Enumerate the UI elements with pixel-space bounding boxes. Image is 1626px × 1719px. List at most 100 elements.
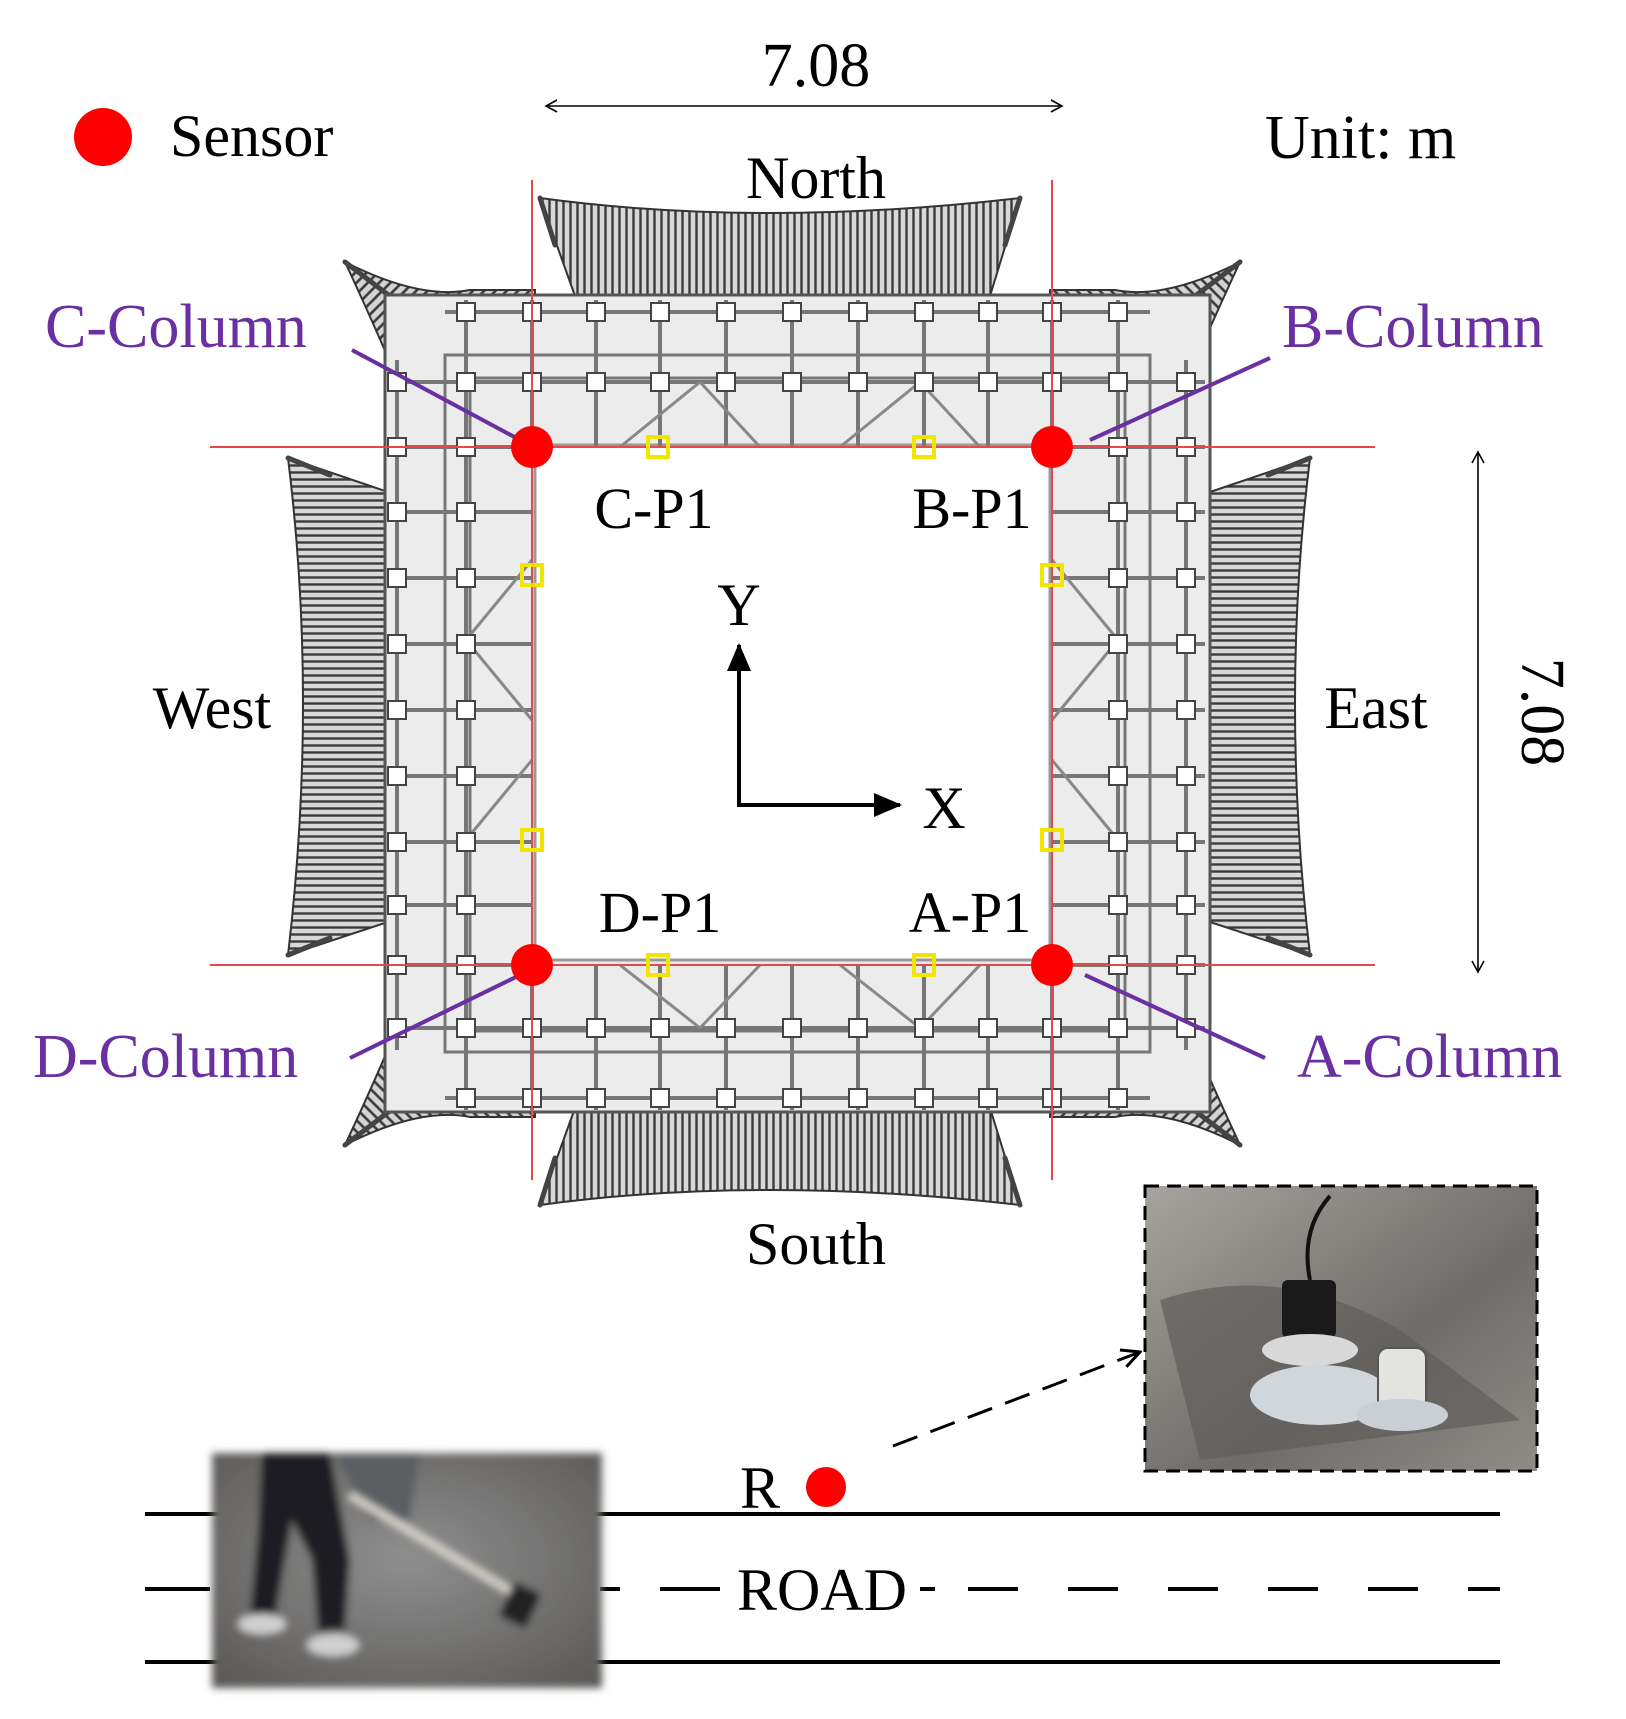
frame-node [782, 302, 802, 322]
strut [918, 380, 982, 449]
frame-node [782, 372, 802, 392]
north-roof-wing [538, 196, 1022, 297]
frame-node [456, 502, 476, 522]
road-sensor-label: R [740, 1455, 780, 1521]
frame-node [1108, 302, 1128, 322]
point-markers [520, 435, 1064, 977]
frame-node [1108, 634, 1128, 654]
frame-node [848, 1018, 868, 1038]
frame-node [1176, 895, 1196, 915]
legend-sensor-dot [74, 108, 132, 166]
frame-node [586, 302, 606, 322]
frame-node [1108, 832, 1128, 852]
person-jacket [335, 1453, 420, 1520]
sensor-c-column [511, 426, 553, 468]
frame-node [848, 302, 868, 322]
strut [1050, 759, 1120, 841]
c-p1-label: C-P1 [594, 476, 713, 541]
frame-node [1176, 766, 1196, 786]
frame-node [650, 1088, 670, 1108]
measurement-point-marker [1040, 828, 1064, 852]
sensor-a-column [1031, 944, 1073, 986]
frame-node [716, 302, 736, 322]
road-sensor-dot [806, 1467, 846, 1507]
strut [698, 963, 762, 1030]
frame-node [456, 1088, 476, 1108]
frame-node [1108, 1088, 1128, 1108]
roof-plan-drawing [210, 180, 1375, 1208]
d-column-label: D-Column [33, 1023, 298, 1091]
shoe-right [307, 1634, 359, 1656]
north-label: North [746, 145, 886, 211]
shoe-left [238, 1614, 286, 1634]
frame-node [1176, 502, 1196, 522]
a-p1-label: A-P1 [909, 880, 1031, 945]
column-grid-lines [210, 180, 1375, 1180]
y-axis-label: Y [717, 572, 760, 638]
strut [464, 639, 534, 721]
sensor-d-column [511, 944, 553, 986]
road-label: ROAD [737, 1557, 907, 1623]
sensor-photo-frame [1143, 1184, 1539, 1473]
frame-node [456, 1018, 476, 1038]
strut [619, 380, 701, 449]
d-p1-label: D-P1 [599, 880, 721, 945]
frame-node [782, 1018, 802, 1038]
frame-node [586, 372, 606, 392]
south-roof-wing [538, 1107, 1022, 1207]
x-axis-label: X [922, 775, 965, 841]
strut [839, 380, 921, 449]
frame-node [1108, 568, 1128, 588]
frame-node [456, 895, 476, 915]
frame-node [1108, 895, 1128, 915]
hammer-photo [212, 1453, 602, 1688]
plaster-patch [1250, 1365, 1390, 1425]
strut [839, 963, 921, 1030]
frame-node [716, 372, 736, 392]
diagonal-struts [464, 380, 1120, 1030]
frame-node [387, 700, 407, 720]
photo-pointer-arrow [892, 1352, 1140, 1448]
legend-sensor-label: Sensor [170, 103, 333, 169]
frame-node [716, 1018, 736, 1038]
unit-label: Unit: m [1265, 104, 1456, 172]
measurement-point-marker [646, 953, 670, 977]
frame-node [586, 1088, 606, 1108]
coordinate-axes [727, 643, 902, 817]
frame-node [1108, 372, 1128, 392]
frame-node [914, 302, 934, 322]
frame-node [387, 634, 407, 654]
frame-node [456, 634, 476, 654]
frame-node [586, 1018, 606, 1038]
frame-node [387, 895, 407, 915]
sensor-cable [1305, 1194, 1332, 1281]
b-p1-label: B-P1 [912, 476, 1031, 541]
top-dimension-value: 7.08 [762, 32, 871, 100]
frame-node [456, 372, 476, 392]
frame-node [914, 1018, 934, 1038]
west-label: West [153, 675, 272, 741]
column-leaders [349, 348, 1271, 1060]
strut [619, 963, 701, 1030]
measurement-point-marker [912, 953, 936, 977]
measurement-point-marker [646, 435, 670, 459]
frame-node [650, 372, 670, 392]
frame-node [387, 766, 407, 786]
person-legs [250, 1453, 350, 1632]
sensor-base [1262, 1334, 1358, 1366]
frame-node [1176, 372, 1196, 392]
strut [1050, 639, 1120, 721]
measurement-point-marker [520, 563, 544, 587]
strut [464, 759, 534, 841]
measurement-point-marker [1040, 563, 1064, 587]
sensor-photo-inset [1143, 1184, 1539, 1473]
east-roof-wing [1209, 456, 1312, 957]
hammer-handle [347, 1491, 528, 1604]
hammer-head [499, 1582, 541, 1628]
frame-node [387, 502, 407, 522]
b-column-label: B-Column [1282, 293, 1544, 361]
frame-node [1176, 634, 1196, 654]
c-column-label: C-Column [45, 293, 307, 361]
frame-node [650, 1018, 670, 1038]
